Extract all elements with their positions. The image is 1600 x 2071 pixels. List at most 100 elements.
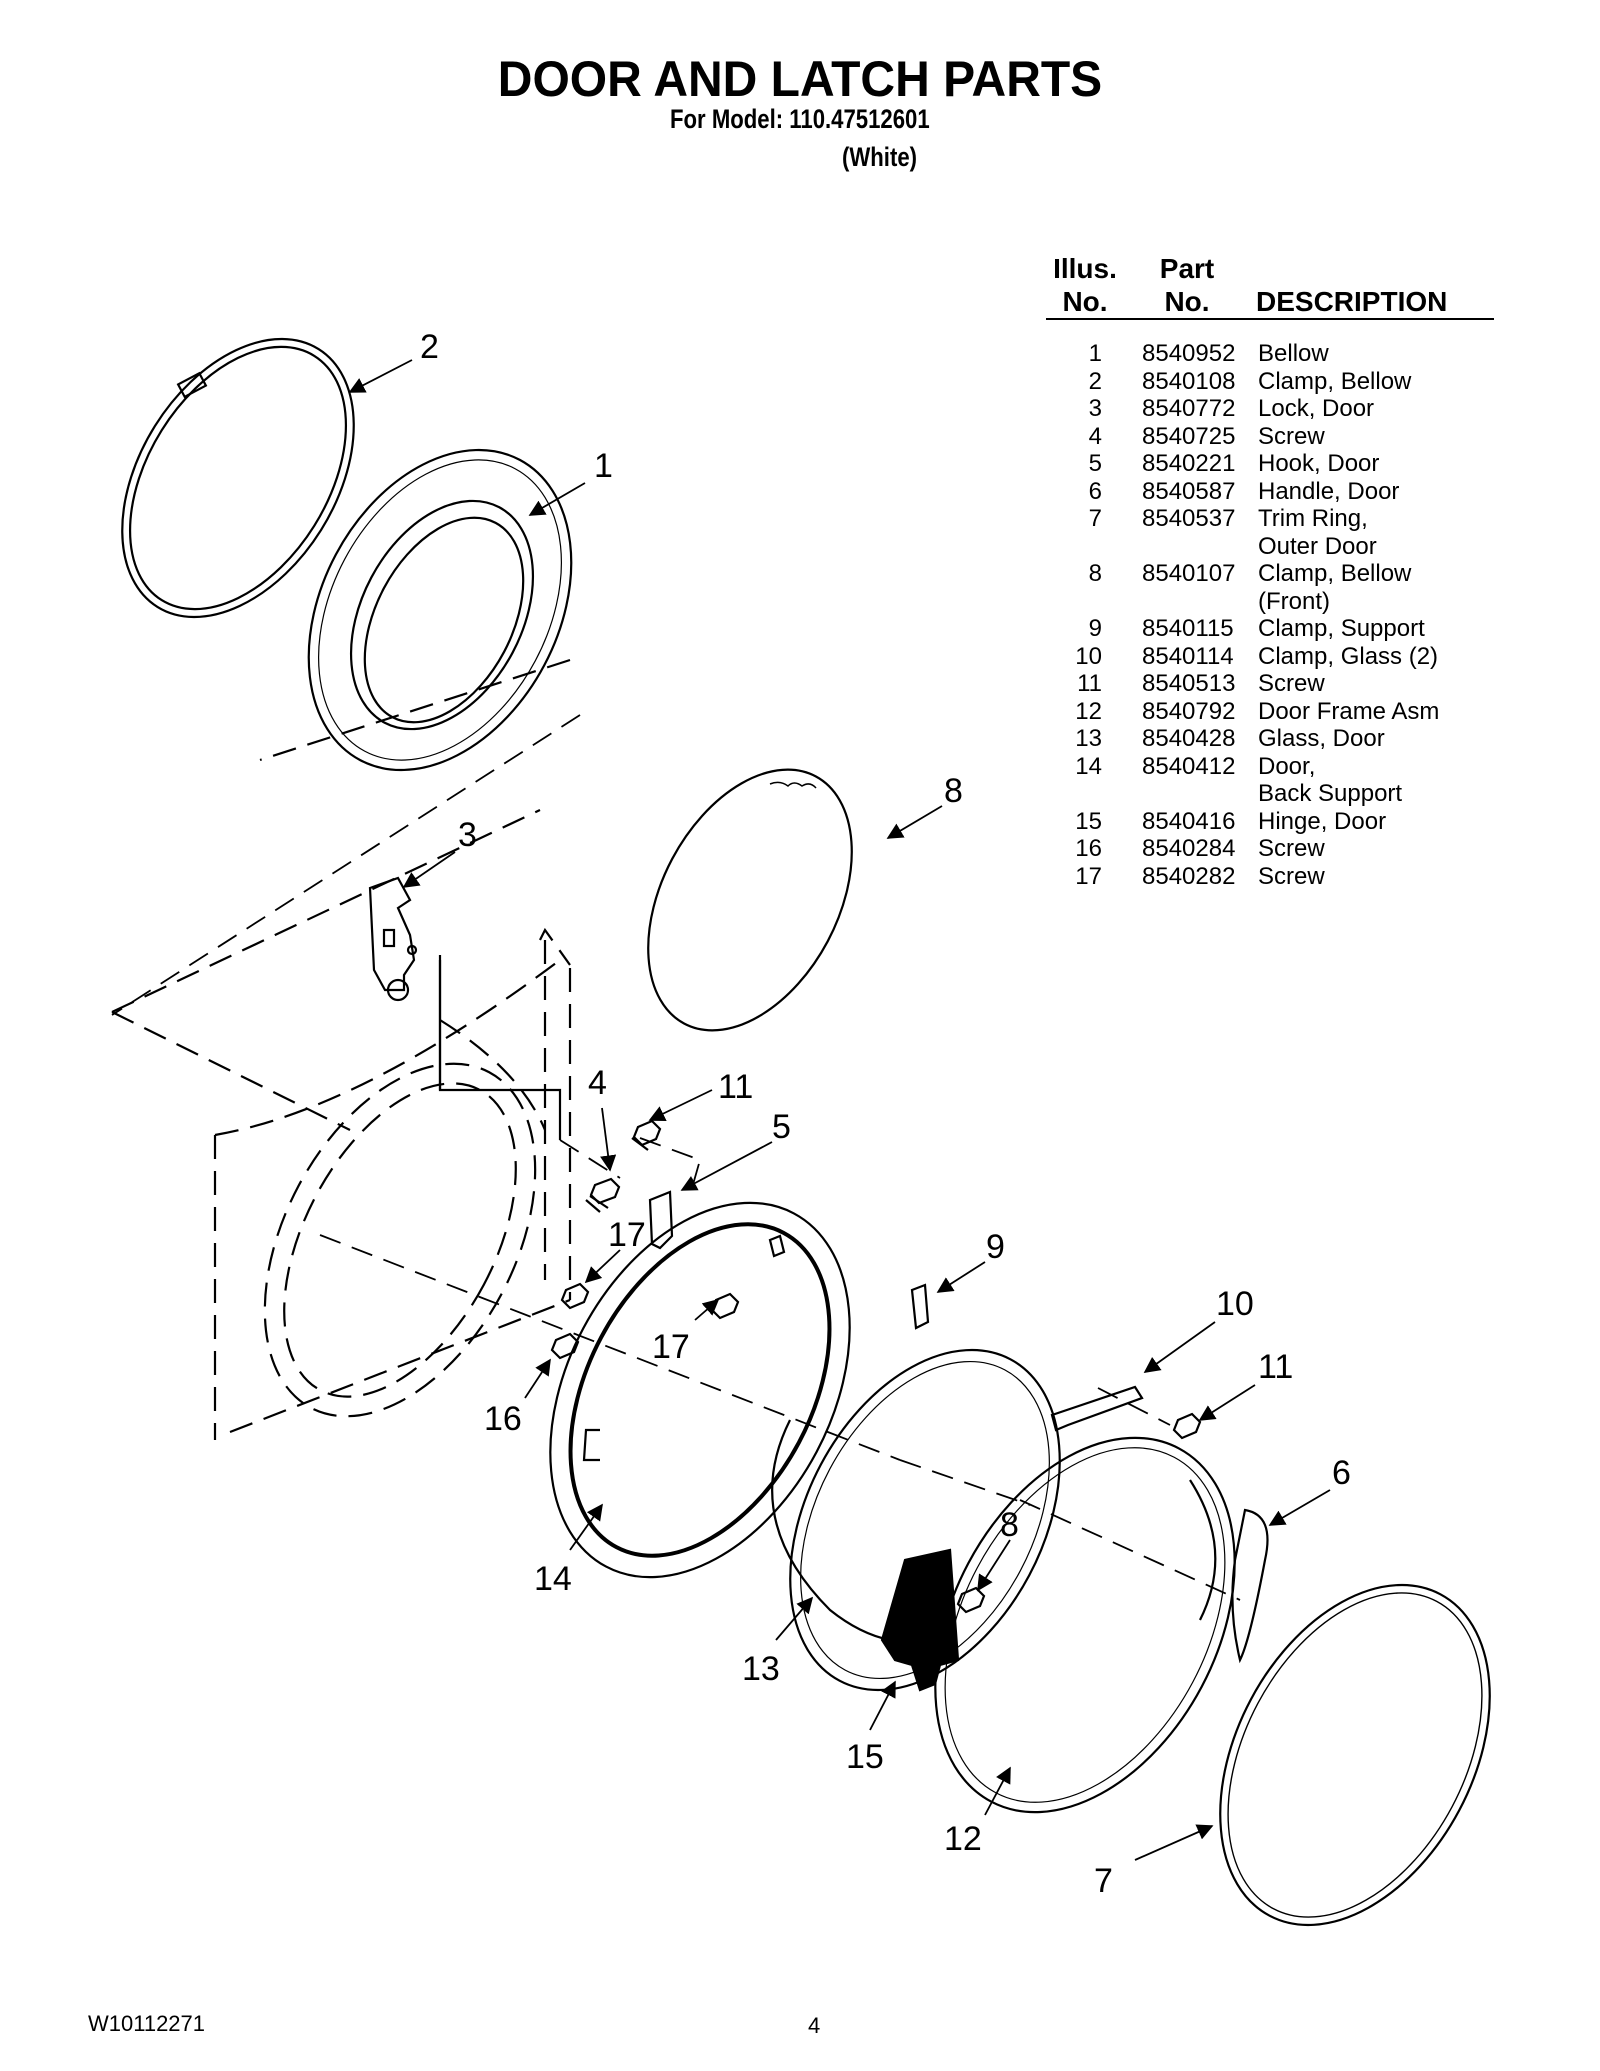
table-row: 15 8540416 Hinge, Door xyxy=(1046,808,1506,836)
table-row: 17 8540282 Screw xyxy=(1046,863,1506,891)
table-row: 13 8540428 Glass, Door xyxy=(1046,725,1506,753)
part-number: 8540107 xyxy=(1142,560,1236,587)
callout-3: 3 xyxy=(458,816,477,854)
illus-number: 17 xyxy=(1075,862,1102,890)
illus-number: 3 xyxy=(1088,395,1102,422)
callout-9: 9 xyxy=(986,1228,1005,1266)
document-number: W10112271 xyxy=(88,2011,206,2036)
door-hook xyxy=(648,1190,674,1250)
callout-14: 14 xyxy=(534,1560,572,1598)
part-number: 8540221 xyxy=(1142,450,1236,477)
illus-number: 2 xyxy=(1088,367,1102,395)
illus-number: 8 xyxy=(1088,560,1102,587)
table-header-rule xyxy=(1046,318,1494,320)
part-number: 8540108 xyxy=(1142,367,1236,395)
callout-13: 13 xyxy=(742,1650,780,1688)
part-description: Clamp, Bellow xyxy=(1258,367,1412,395)
part-description: Trim Ring, xyxy=(1258,505,1368,532)
table-row: 16 8540284 Screw xyxy=(1046,835,1506,863)
callout-11: 11 xyxy=(718,1068,753,1106)
illus-number: 12 xyxy=(1075,697,1102,725)
part-description: Screw xyxy=(1258,670,1325,697)
callout-4: 4 xyxy=(588,1064,607,1102)
table-row: 11 8540513 Screw xyxy=(1046,670,1506,698)
part-number: 8540952 xyxy=(1142,340,1236,367)
cabinet-front-outline xyxy=(111,658,572,1440)
part-description-continued: Back Support xyxy=(1258,780,1403,807)
part-description: Handle, Door xyxy=(1258,477,1400,505)
illus-number: 13 xyxy=(1075,725,1102,752)
callout-17: 17 xyxy=(608,1216,646,1254)
callout-11: 11 xyxy=(1258,1348,1293,1386)
outer-door-trim-ring xyxy=(1219,1583,1491,1927)
table-row: 9 8540115 Clamp, Support xyxy=(1046,615,1506,643)
part-description: Bellow xyxy=(1258,340,1329,367)
table-row: 7 8540537 Trim Ring, Outer Door xyxy=(1046,505,1506,560)
part-number: 8540792 xyxy=(1142,697,1236,725)
part-description: Screw xyxy=(1258,835,1325,862)
callout-6: 6 xyxy=(1332,1454,1351,1492)
part-description: Hook, Door xyxy=(1258,450,1380,477)
part-number: 8540416 xyxy=(1142,807,1236,835)
table-row: 10 8540114 Clamp, Glass (2) xyxy=(1046,643,1506,671)
part-number: 8540772 xyxy=(1142,395,1236,422)
part-number: 8540513 xyxy=(1142,670,1236,697)
part-description: Screw xyxy=(1258,862,1325,890)
illus-number: 5 xyxy=(1088,450,1102,477)
screw-11-upper xyxy=(631,1119,662,1151)
part-number: 8540587 xyxy=(1142,477,1236,505)
table-row: 12 8540792 Door Frame Asm xyxy=(1046,698,1506,726)
part-description: Lock, Door xyxy=(1258,395,1375,422)
screw-16 xyxy=(550,1332,580,1360)
color-line: (White) xyxy=(842,142,918,172)
door-hinge xyxy=(880,1548,960,1692)
callout-8: 8 xyxy=(1000,1506,1019,1544)
screw-17-right xyxy=(710,1292,740,1320)
callout-labels: 2 1 8 3 4 11 5 17 9 10 17 11 16 6 8 14 1… xyxy=(420,328,1351,1900)
table-row: 4 8540725 Screw xyxy=(1046,423,1506,451)
model-line: For Model: 110.47512601 xyxy=(670,104,930,134)
door-back-support xyxy=(549,1201,851,1579)
table-row: 1 8540952 Bellow xyxy=(1046,340,1506,368)
clamp-bellow-ring xyxy=(121,337,355,619)
page-number: 4 xyxy=(808,2013,821,2038)
part-number: 8540282 xyxy=(1142,862,1236,890)
callout-1: 1 xyxy=(594,447,613,485)
part-description: Clamp, Support xyxy=(1258,615,1425,642)
part-number: 8540537 xyxy=(1142,505,1236,532)
callout-5: 5 xyxy=(772,1108,791,1146)
part-description: Door, xyxy=(1258,752,1316,780)
table-row: 8 8540107 Clamp, Bellow (Front) xyxy=(1046,560,1506,615)
part-number: 8540114 xyxy=(1142,642,1234,670)
screw-17-left xyxy=(560,1282,590,1310)
column-header-description: DESCRIPTION xyxy=(1256,286,1448,317)
column-header-illus: Illus. No. xyxy=(1040,252,1130,318)
part-number: 8540428 xyxy=(1142,725,1236,752)
illus-number: 9 xyxy=(1088,615,1102,642)
column-header-part: Part No. xyxy=(1142,252,1232,318)
door-lock xyxy=(368,876,418,1002)
part-number: 8540412 xyxy=(1142,752,1236,780)
assembly-guide-lines xyxy=(111,714,1241,1601)
illus-number: 11 xyxy=(1077,670,1102,697)
part-description: Door Frame Asm xyxy=(1258,697,1440,725)
column-header-part-line1: Part xyxy=(1159,253,1215,284)
part-description: Screw xyxy=(1258,422,1325,450)
clamp-support xyxy=(910,1283,930,1330)
part-number: 8540115 xyxy=(1142,615,1234,642)
callout-15: 15 xyxy=(846,1738,884,1776)
part-description: Clamp, Glass (2) xyxy=(1258,642,1439,670)
callout-17: 17 xyxy=(652,1328,690,1366)
part-description: Glass, Door xyxy=(1258,725,1385,752)
part-description-continued: (Front) xyxy=(1258,587,1330,615)
table-row: 6 8540587 Handle, Door xyxy=(1046,478,1506,506)
door-handle xyxy=(1231,1508,1269,1664)
callout-16: 16 xyxy=(484,1400,522,1438)
illus-number: 16 xyxy=(1075,835,1102,862)
illus-number: 10 xyxy=(1075,642,1102,670)
part-number: 8540725 xyxy=(1142,422,1236,450)
screw-11-lower xyxy=(1172,1412,1202,1440)
callout-12: 12 xyxy=(944,1820,982,1858)
part-number: 8540284 xyxy=(1142,835,1236,862)
